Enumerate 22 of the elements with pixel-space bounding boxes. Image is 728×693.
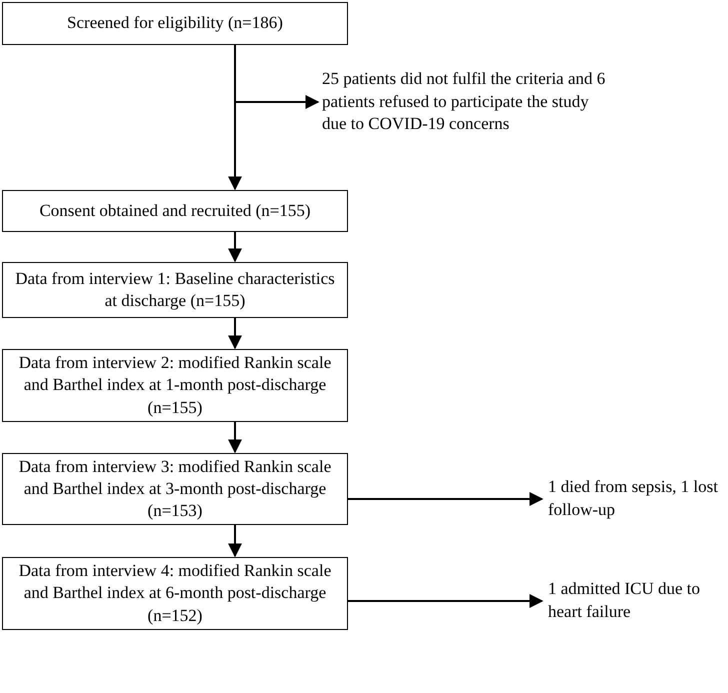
box-text: Consent obtained and recruited (n=155) — [39, 200, 311, 222]
box-text: Data from interview 1: Baseline characteristics at discharge (n=155) — [14, 268, 336, 312]
arrow — [228, 422, 242, 454]
process-box — [2, 453, 348, 525]
note-text: 1 admitted ICU due to heart failure — [548, 578, 702, 623]
box-text: Data from interview 3: modified Rankin scale and Barthel index at 3-month post-discharge (n=153) — [18, 456, 332, 522]
arrow — [228, 525, 242, 558]
arrow — [228, 318, 242, 350]
arrow — [228, 232, 242, 262]
arrow — [348, 594, 544, 608]
process-box — [2, 557, 348, 630]
box-text: Data from interview 4: modified Rankin scale and Barthel index at 6-month post-discharge (n=152) — [18, 560, 332, 627]
note-text: 25 patients did not fulfil the criteria and 6 patients refused to participate the study due to COVID-19 concerns — [322, 68, 606, 136]
process-box — [2, 349, 348, 422]
process-box — [2, 190, 348, 232]
process-box — [2, 262, 348, 318]
arrow — [234, 45, 320, 109]
arrow — [348, 492, 544, 506]
note-text: 1 died from sepsis, 1 lost follow-up — [548, 476, 719, 521]
box-text: Data from interview 2: modified Rankin scale and Barthel index at 1-month post-discharge (n=155) — [18, 352, 332, 419]
process-box — [2, 2, 348, 45]
box-text: Screened for eligibility (n=186) — [67, 12, 283, 34]
